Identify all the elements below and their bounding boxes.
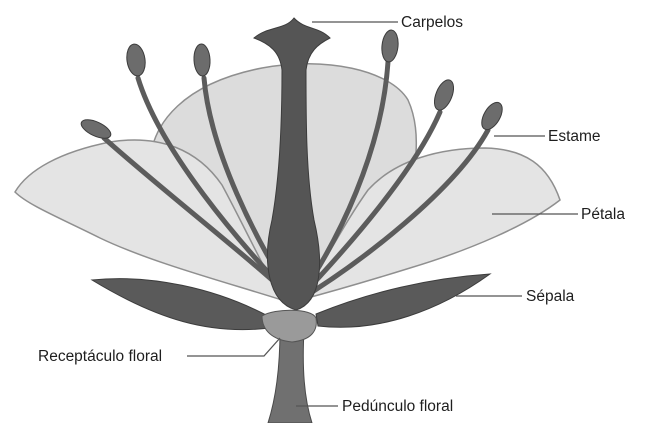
label-petal: Pétala bbox=[581, 206, 625, 223]
label-carpels: Carpelos bbox=[401, 14, 463, 31]
anther bbox=[431, 77, 458, 113]
anther bbox=[79, 116, 114, 142]
anther bbox=[193, 44, 211, 77]
label-sepal: Sépala bbox=[526, 288, 575, 305]
label-receptacle: Receptáculo floral bbox=[38, 348, 162, 365]
receptacle-leader bbox=[187, 338, 280, 356]
anther bbox=[125, 43, 147, 77]
receptacle bbox=[262, 310, 316, 342]
anther bbox=[380, 29, 399, 62]
anther bbox=[478, 99, 507, 133]
label-stamen: Estame bbox=[548, 128, 601, 145]
label-peduncle: Pedúnculo floral bbox=[342, 398, 453, 415]
